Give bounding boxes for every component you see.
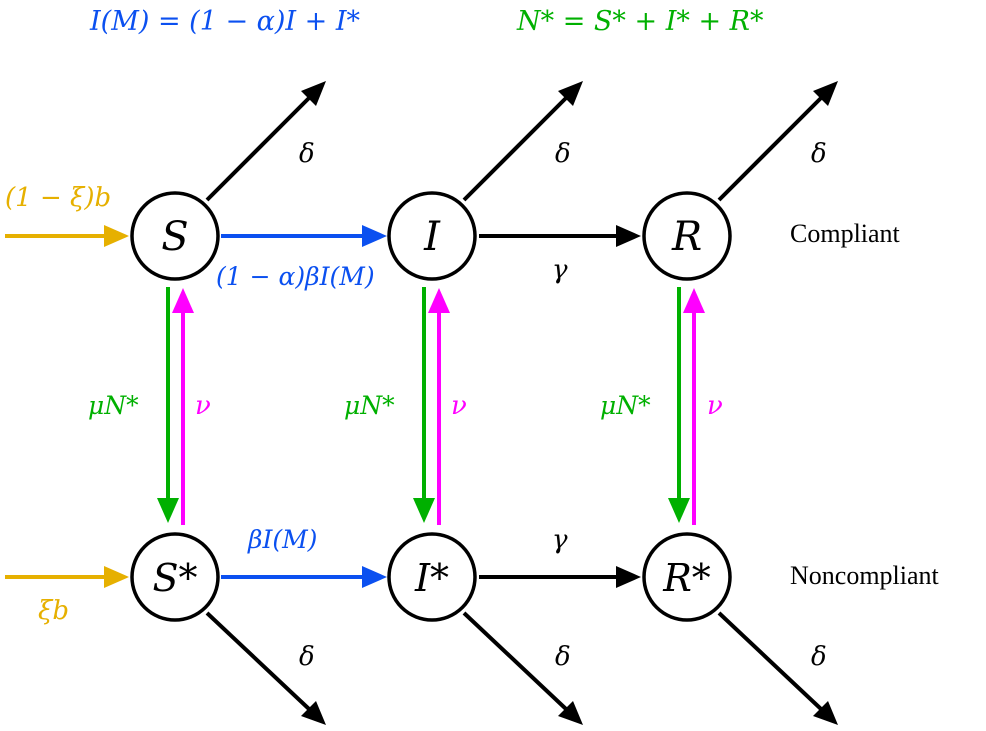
rate-death-r-star: δ — [811, 642, 827, 672]
rate-death-s-star: δ — [299, 642, 315, 672]
rate-to-compliant-i: ν — [451, 391, 467, 421]
rate-infection-noncompliant: βI(M) — [247, 525, 317, 554]
node-s-label: S — [161, 214, 188, 260]
rate-death-i-star: δ — [555, 642, 571, 672]
death-arrow-i — [462, 81, 583, 202]
node-s-star: S* — [130, 532, 220, 622]
rate-to-compliant-s: ν — [195, 391, 211, 421]
equation-noncompliant-total: N* = S* + I* + R* — [516, 6, 764, 37]
transition-arrow-r-star-to-r — [683, 288, 705, 525]
birth-arrow-noncompliant — [5, 566, 129, 588]
infection-arrow-compliant — [221, 225, 387, 247]
row-label-noncompliant: Noncompliant — [790, 561, 940, 590]
node-i-star: I* — [387, 532, 477, 622]
rate-to-noncompliant-s: μN* — [88, 391, 139, 420]
rate-to-compliant-r: ν — [707, 391, 723, 421]
node-r-star-label: R* — [662, 556, 711, 600]
rate-birth-noncompliant: ξb — [38, 596, 69, 626]
death-arrow-s-star — [205, 611, 326, 725]
rate-birth-compliant: (1 − ξ)b — [5, 183, 111, 213]
rate-to-noncompliant-r: μN* — [600, 391, 651, 420]
node-r-star: R* — [642, 532, 732, 622]
death-arrow-r — [717, 81, 838, 202]
infection-arrow-noncompliant — [221, 566, 387, 588]
row-label-compliant: Compliant — [790, 219, 901, 248]
transition-arrow-s-star-to-s — [172, 288, 194, 525]
recovery-arrow-noncompliant — [479, 566, 641, 588]
rate-infection-compliant: (1 − α)βI(M) — [216, 262, 375, 291]
rate-recovery-compliant: γ — [552, 255, 568, 285]
birth-arrow-compliant — [5, 225, 129, 247]
death-arrow-s — [205, 81, 326, 202]
recovery-arrow-compliant — [479, 225, 641, 247]
node-i-star-label: I* — [414, 556, 449, 600]
node-i-label: I — [423, 214, 441, 260]
node-r: R — [642, 191, 732, 281]
transition-arrow-r-to-r-star — [668, 287, 690, 523]
node-i: I — [387, 191, 477, 281]
transition-arrow-i-star-to-i — [428, 288, 450, 525]
equation-infective-masked: I(M) = (1 − α)I + I* — [89, 6, 361, 37]
rate-recovery-noncompliant: γ — [552, 525, 568, 555]
rate-death-i: δ — [555, 139, 571, 169]
transition-arrow-i-to-i-star — [413, 287, 435, 523]
transition-arrow-s-to-s-star — [157, 287, 179, 523]
node-r-label: R — [671, 214, 702, 260]
node-s: S — [130, 191, 220, 281]
death-arrow-r-star — [717, 611, 838, 725]
node-s-star-label: S* — [152, 556, 197, 600]
rate-death-r: δ — [811, 139, 827, 169]
rate-to-noncompliant-i: μN* — [344, 391, 395, 420]
death-arrow-i-star — [462, 611, 583, 725]
rate-death-s: δ — [299, 139, 315, 169]
